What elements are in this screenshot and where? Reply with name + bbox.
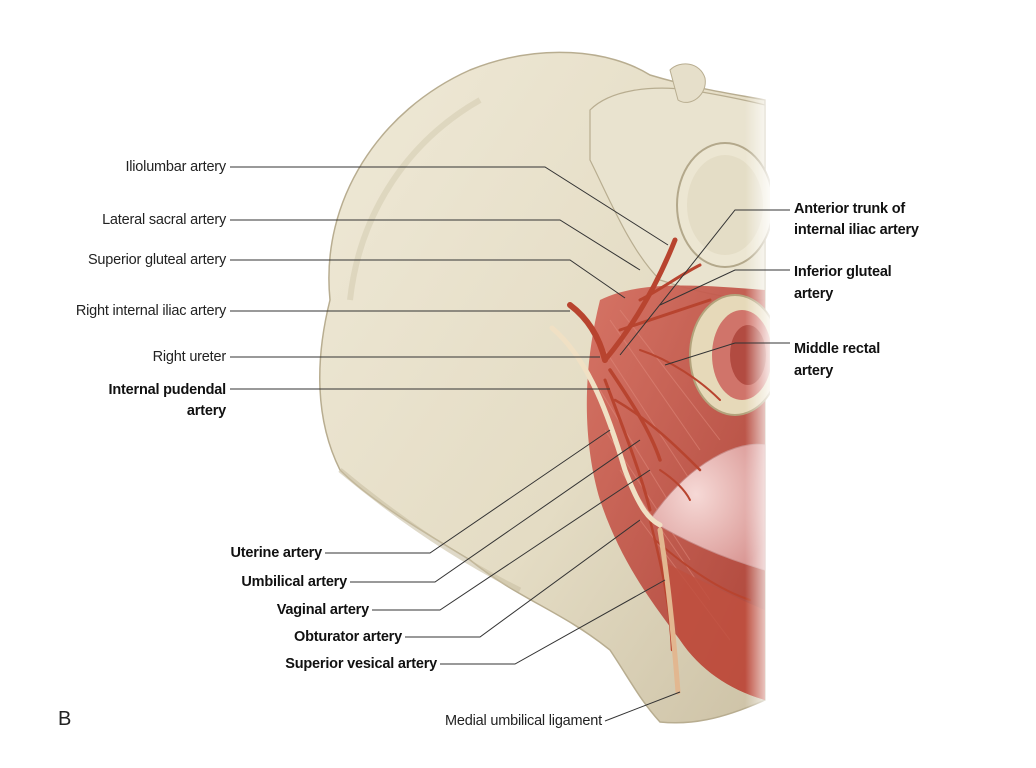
right-internal-iliac-artery — [567, 302, 608, 363]
leader-lines — [230, 166, 790, 722]
label-inferior-gluteal-line2: artery — [794, 286, 834, 302]
label-vaginal-artery: Vaginal artery — [276, 602, 370, 618]
panel-letter: B — [58, 708, 72, 730]
label-uterine-artery: Uterine artery — [230, 545, 323, 561]
label-anterior-trunk-line2: internal iliac artery — [794, 222, 919, 238]
right-ureter — [549, 325, 663, 528]
label-anterior-trunk-line1: Anterior trunk of — [794, 201, 905, 217]
label-obturator-artery: Obturator artery — [294, 629, 402, 645]
label-middle-rectal-line2: artery — [794, 363, 834, 379]
label-right-internal-iliac-artery: Right internal iliac artery — [75, 303, 226, 319]
medial-umbilical-ligament — [657, 527, 681, 695]
label-medial-umbilical-ligament: Medial umbilical ligament — [445, 713, 602, 729]
label-internal-pudendal-line2: artery — [186, 403, 226, 419]
label-internal-pudendal-line1: Internal pudendal — [108, 382, 227, 398]
label-lateral-sacral-artery: Lateral sacral artery — [102, 212, 226, 228]
anterior-trunk-artery — [602, 237, 678, 363]
label-right-ureter: Right ureter — [152, 349, 227, 365]
label-iliolumbar-artery: Iliolumbar artery — [125, 159, 226, 175]
label-middle-rectal-line1: Middle rectal — [794, 341, 881, 357]
label-umbilical-artery: Umbilical artery — [241, 574, 347, 590]
label-superior-vesical-artery: Superior vesical artery — [285, 656, 437, 672]
label-superior-gluteal-artery: Superior gluteal artery — [87, 252, 226, 268]
label-inferior-gluteal-line1: Inferior gluteal — [794, 264, 892, 280]
